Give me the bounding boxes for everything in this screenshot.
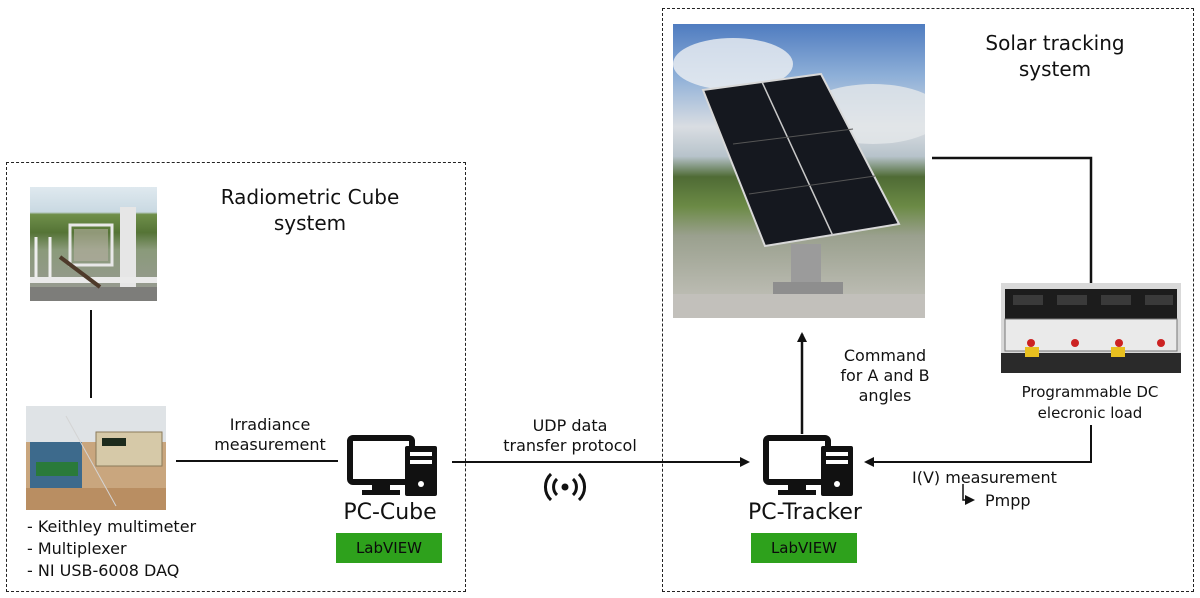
wireless-icon <box>544 472 586 502</box>
pc-tracker-name: PC-Tracker <box>748 500 862 525</box>
equipment-item: - Keithley multimeter <box>27 517 197 536</box>
radiometric-cube-title: Radiometric Cube system <box>220 185 400 235</box>
radiometric-cube-drawing <box>30 207 157 301</box>
pmpp-arrow <box>962 484 975 505</box>
dc-load-drawing <box>1001 289 1181 373</box>
udp-label: UDP data transfer protocol <box>503 416 637 455</box>
pmpp-label: Pmpp <box>985 491 1031 510</box>
load-to-tracker-arrow <box>864 425 1092 467</box>
irradiance-label: Irradiance measurement <box>214 415 326 454</box>
radiometric-cube-system-box <box>6 162 466 592</box>
solar-tracking-title: Solar tracking system <box>985 31 1125 81</box>
equipment-list: - Keithley multimeter - Multiplexer - NI… <box>27 516 247 582</box>
dc-load-label: Programmable DC elecronic load <box>1021 383 1159 422</box>
equipment-item: - Multiplexer <box>27 539 127 558</box>
solar-tracking-system-box <box>662 8 1194 592</box>
equipment-item: - NI USB-6008 DAQ <box>27 561 180 580</box>
multimeter-photo <box>26 406 166 510</box>
command-label: Command for A and B angles <box>840 346 930 405</box>
solar-panel-drawing <box>673 38 925 318</box>
pc-cube-labview-badge: LabVIEW <box>336 533 442 563</box>
iv-measurement-label: I(V) measurement <box>912 468 1057 487</box>
solar-panel-photo <box>673 24 925 318</box>
multimeter-drawing <box>26 406 166 510</box>
dc-load-photo <box>1001 283 1181 373</box>
radiometric-cube-photo <box>30 187 157 301</box>
pc-cube-name: PC-Cube <box>343 500 437 525</box>
pc-tracker-labview-badge: LabVIEW <box>751 533 857 563</box>
panel-to-load-line <box>932 156 1093 283</box>
